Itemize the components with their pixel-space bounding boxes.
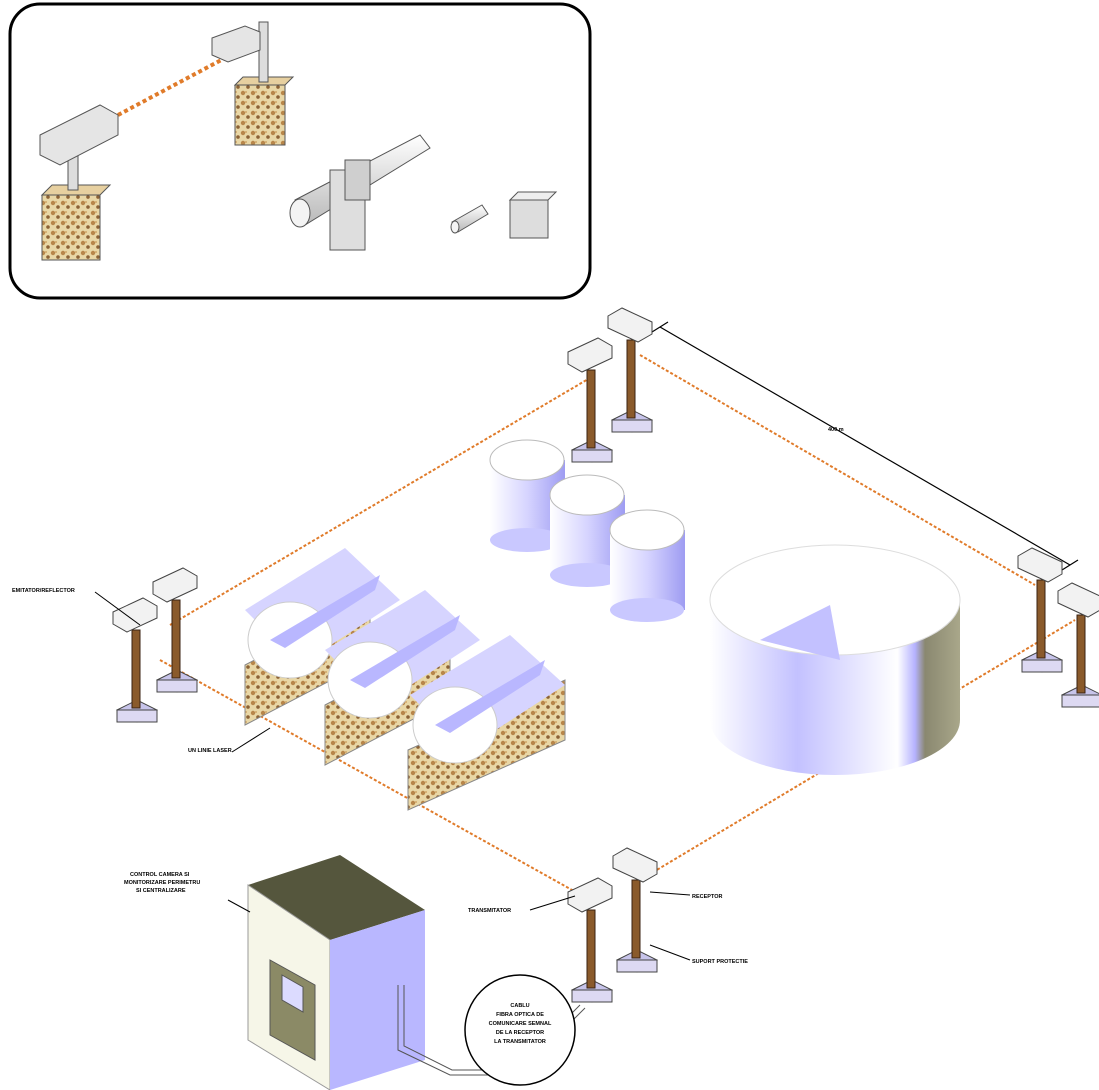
sensor-post [152, 567, 199, 693]
sensor-posts [112, 307, 1099, 1003]
sensor-post [567, 877, 614, 1003]
inset-emitter-right [211, 21, 295, 146]
sensor-post [1057, 582, 1099, 708]
sensor-post [112, 597, 159, 723]
inset-laser-beam [117, 56, 226, 117]
cable-label-5: LA TRANSMITATOR [494, 1039, 546, 1045]
inset-bracket [289, 134, 431, 251]
cable-label-1: CABLU [510, 1003, 529, 1009]
inset-panel [8, 2, 592, 300]
tank-horizontal-3 [407, 635, 566, 811]
control-building [247, 855, 425, 1090]
laser-perimeter [159, 354, 1076, 901]
tank-horizontal-2 [324, 590, 480, 766]
cable-label-3: COMUNICARE SEMNAL [489, 1021, 552, 1027]
leader-lines [94, 591, 691, 961]
tank-vertical-1 [489, 439, 565, 552]
large-storage-tank [709, 544, 961, 775]
cable-label-2: FIBRA OPTICA DE [496, 1012, 544, 1018]
cable-label-4: DE LA RECEPTOR [496, 1030, 544, 1036]
inset-emitter-left [39, 104, 119, 261]
sensor-post [612, 847, 659, 973]
receiver-label: RECEPTOR [692, 894, 722, 900]
support-label: SUPORT PROTECTIE [692, 959, 748, 965]
control-room-label-1: CONTROL CAMERA SI [130, 872, 190, 878]
small-vertical-tanks [489, 439, 685, 622]
building-door [269, 959, 316, 1061]
sensor-post [607, 307, 654, 433]
inset-small-parts [450, 191, 558, 239]
tank-vertical-3 [609, 509, 685, 622]
control-room-label-3: SI CENTRALIZARE [136, 888, 186, 894]
transmitter-label: TRANSMITATOR [468, 908, 511, 914]
control-room-label-2: MONITORIZARE PERIMETRU [124, 880, 200, 886]
sensor-post [1017, 547, 1064, 673]
emitter-label: EMITATOR/REFLECTOR [12, 588, 75, 594]
tank-horizontal-1 [244, 548, 400, 726]
beam-label: UN LINIE LASER [188, 748, 232, 754]
cable-callout-circle [464, 974, 576, 1086]
door-window [281, 974, 304, 1013]
horizontal-tanks [244, 548, 566, 811]
distance-dimension [651, 321, 1079, 571]
sensor-post [567, 337, 614, 463]
distance-label: 400 m [828, 427, 844, 433]
